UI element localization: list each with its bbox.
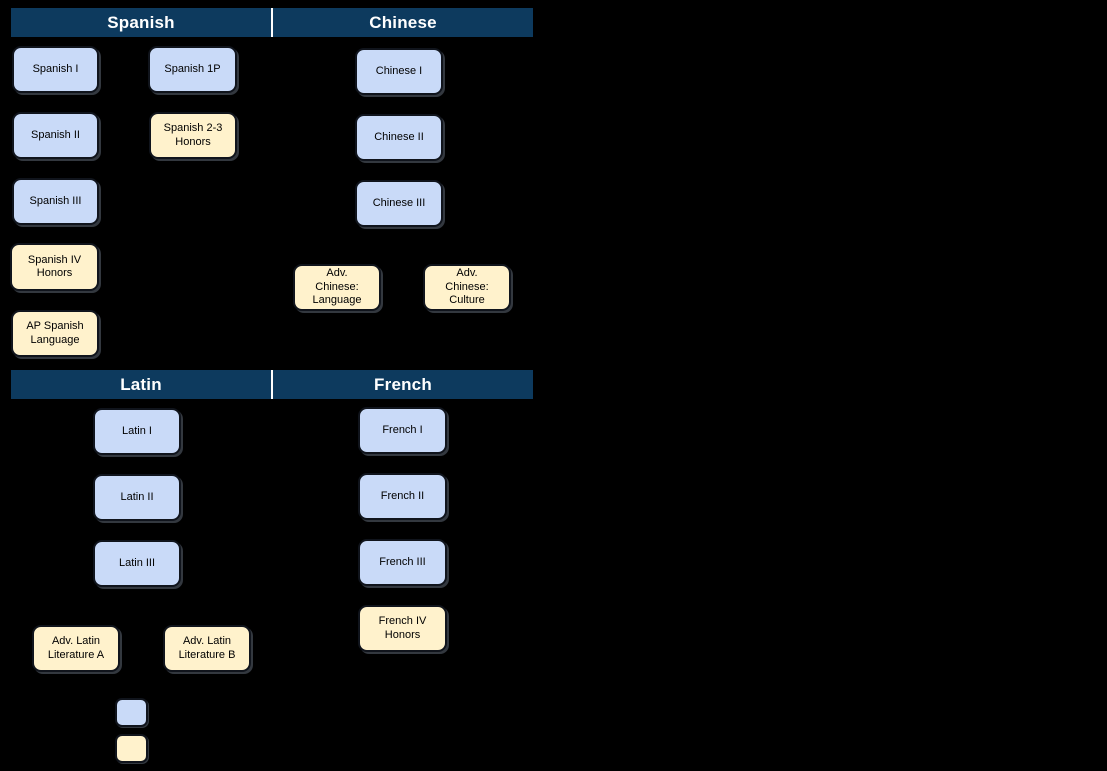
legend-swatch-regular-course <box>115 698 148 727</box>
course-label-line: Honors <box>175 135 211 148</box>
course-label-line: Adv. Latin <box>182 635 232 647</box>
section-header-spanish-chinese: Spanish Chinese <box>11 8 533 37</box>
section-header-latin-label: Latin <box>120 374 162 394</box>
course-label-line: Adv. <box>326 267 348 280</box>
course-box-adv-chinese-language: Adv.Chinese:Language <box>293 264 381 311</box>
course-label-line: Adv. <box>456 267 478 280</box>
course-label-line: Spanish 1P <box>164 62 221 75</box>
section-header-french-label: French <box>374 374 432 394</box>
course-label-line: Adv. Latin <box>51 635 101 647</box>
course-label-line: Chinese II <box>374 130 424 143</box>
course-box-french-i: French I <box>358 407 447 454</box>
course-box-french-iii: French III <box>358 539 447 586</box>
course-label-line: French IV <box>378 615 427 627</box>
course-box-chinese-iii: Chinese III <box>355 180 443 227</box>
course-label-line: Spanish III <box>29 194 82 207</box>
course-label-line: Literature B <box>178 648 236 661</box>
course-label-line: Latin II <box>120 490 154 503</box>
course-label-line: Language <box>30 333 80 346</box>
course-label-line: French II <box>380 489 425 502</box>
course-box-latin-iii: Latin III <box>93 540 181 587</box>
section-header-latin-french: Latin French <box>11 370 533 399</box>
course-label-line: Spanish I <box>32 62 79 75</box>
course-label-line: Culture <box>449 294 485 307</box>
legend-swatch-honors-course <box>115 734 148 763</box>
course-box-latin-ii: Latin II <box>93 474 181 521</box>
section-header-chinese-label: Chinese <box>369 12 437 32</box>
course-label-line: Chinese: <box>315 280 359 293</box>
header-divider <box>271 8 273 37</box>
course-label-line: Chinese III <box>372 196 426 209</box>
course-label-line: Language <box>312 294 362 307</box>
course-box-french-ii: French II <box>358 473 447 520</box>
course-box-adv-chinese-culture: Adv.Chinese:Culture <box>423 264 511 311</box>
course-label-line: French I <box>382 423 423 436</box>
course-label-line: Spanish 2-3 <box>163 122 223 134</box>
section-header-french: French <box>273 370 533 399</box>
course-label-line: Chinese I <box>375 64 423 77</box>
course-label-line: French III <box>379 555 426 568</box>
course-label-line: Latin I <box>122 424 152 437</box>
section-header-chinese: Chinese <box>273 8 533 37</box>
course-box-spanish-iii: Spanish III <box>12 178 99 225</box>
course-label-line: Spanish II <box>31 128 80 141</box>
course-label-line: Honors <box>36 267 73 279</box>
course-box-spanish-ii: Spanish II <box>12 112 99 159</box>
course-box-chinese-ii: Chinese II <box>355 114 443 161</box>
course-label-line: Literature A <box>47 648 105 661</box>
course-box-spanish-i: Spanish I <box>12 46 99 93</box>
course-box-chinese-i: Chinese I <box>355 48 443 95</box>
header-divider <box>271 370 273 399</box>
course-box-latin-i: Latin I <box>93 408 181 455</box>
course-label-line: AP Spanish <box>26 320 84 332</box>
course-label-line: Honors <box>384 628 421 641</box>
course-label-line: Spanish IV <box>27 253 82 266</box>
course-label-line: Chinese: <box>445 280 489 293</box>
section-header-latin: Latin <box>11 370 271 399</box>
course-box-spanish-1p: Spanish 1P <box>148 46 237 93</box>
section-header-spanish-label: Spanish <box>107 12 175 32</box>
section-header-spanish: Spanish <box>11 8 271 37</box>
course-label-line: Latin III <box>118 556 156 569</box>
